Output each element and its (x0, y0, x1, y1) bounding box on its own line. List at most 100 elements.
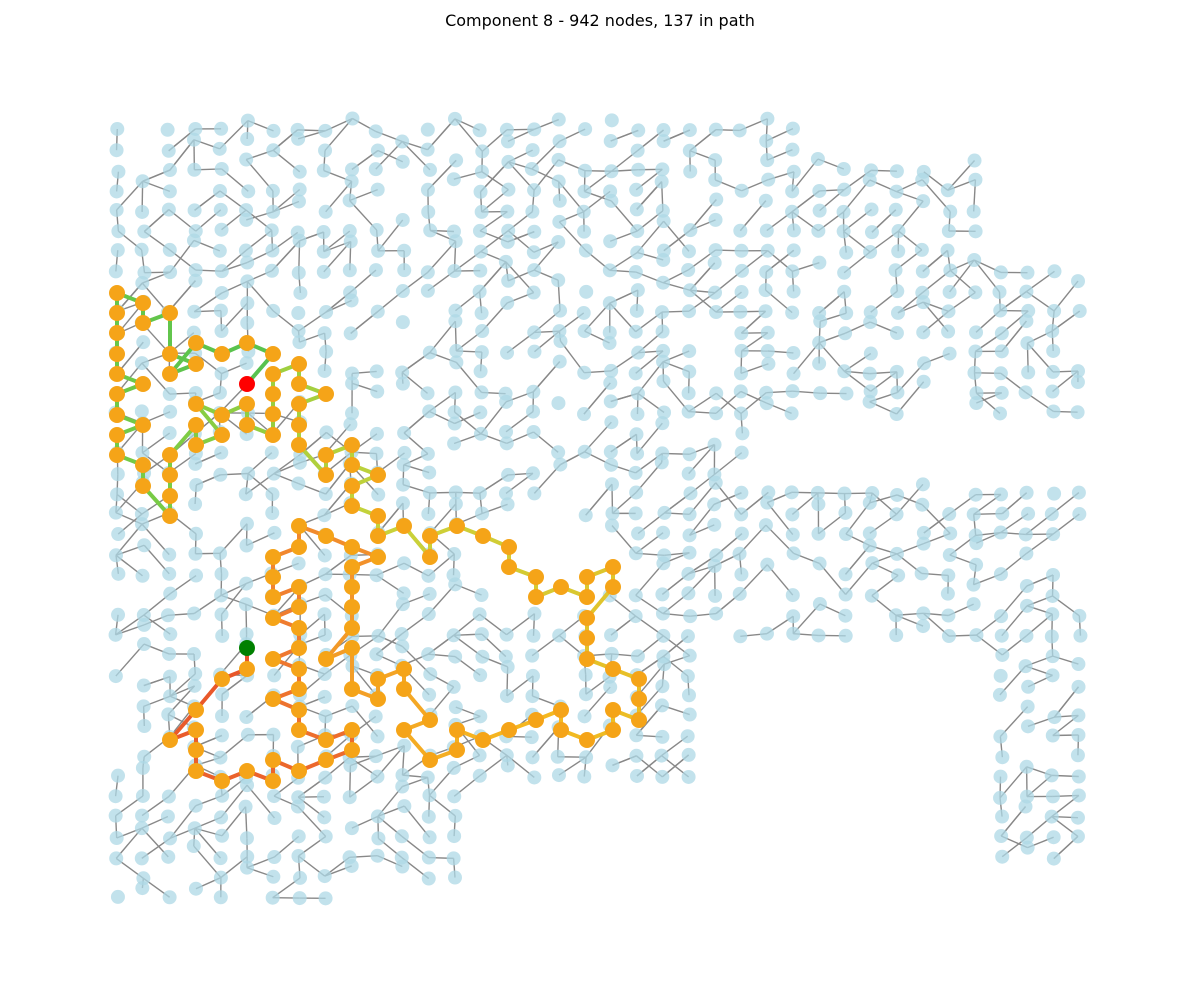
graph-node (239, 203, 254, 218)
graph-node (343, 326, 358, 341)
path-node (188, 763, 204, 779)
graph-node (969, 396, 984, 411)
path-end-node (239, 640, 255, 656)
graph-node (188, 546, 203, 561)
graph-node (1019, 485, 1034, 500)
graph-node (345, 406, 360, 421)
graph-node (239, 576, 254, 591)
graph-node (579, 750, 594, 765)
graph-node (552, 193, 567, 208)
graph-node (732, 586, 747, 601)
graph-node (1020, 265, 1035, 280)
graph-node (422, 465, 437, 480)
graph-node (500, 758, 515, 773)
graph-node (162, 163, 177, 178)
graph-node (395, 376, 410, 391)
graph-node (630, 245, 645, 260)
path-node (162, 467, 178, 483)
graph-node (369, 446, 384, 461)
graph-node (475, 323, 490, 338)
graph-node (603, 375, 618, 390)
graph-node (994, 326, 1009, 341)
graph-node (525, 648, 540, 663)
graph-node (475, 144, 490, 159)
graph-node (993, 769, 1008, 784)
graph-node (943, 263, 958, 278)
path-node (265, 366, 281, 382)
graph-node (1071, 769, 1086, 784)
graph-node (188, 121, 203, 136)
graph-node (734, 285, 749, 300)
graph-node (654, 748, 669, 763)
graph-node (422, 162, 437, 177)
graph-node (136, 678, 151, 693)
graph-node (657, 505, 672, 520)
graph-node (863, 384, 878, 399)
path-node (162, 305, 178, 321)
graph-node (474, 306, 489, 321)
graph-node (631, 162, 646, 177)
graph-node (551, 174, 566, 189)
graph-node (188, 456, 203, 471)
graph-node (266, 123, 281, 138)
graph-node (1018, 385, 1033, 400)
graph-node (1071, 708, 1086, 723)
graph-node (291, 194, 306, 209)
graph-node (108, 264, 123, 279)
graph-node (316, 163, 331, 178)
graph-node (1047, 264, 1062, 279)
graph-node (863, 346, 878, 361)
path-node (344, 579, 360, 595)
graph-node (1045, 588, 1060, 603)
graph-node (577, 324, 592, 339)
path-node (188, 417, 204, 433)
graph-node (110, 467, 125, 482)
graph-node (1047, 710, 1062, 725)
graph-node (369, 364, 384, 379)
graph-node (682, 707, 697, 722)
graph-node (732, 123, 747, 138)
graph-node (604, 477, 619, 492)
path-node (475, 732, 491, 748)
graph-node (603, 394, 618, 409)
graph-node (708, 212, 723, 227)
graph-node (758, 193, 773, 208)
path-node (162, 447, 178, 463)
graph-node (655, 305, 670, 320)
graph-node (603, 134, 618, 149)
path-node (344, 559, 360, 575)
graph-node (682, 143, 697, 158)
graph-node (368, 749, 383, 764)
graph-node (605, 758, 620, 773)
graph-node (371, 487, 386, 502)
graph-node (214, 264, 229, 279)
graph-node (163, 404, 178, 419)
graph-node (968, 285, 983, 300)
graph-node (681, 769, 696, 784)
graph-node (317, 363, 332, 378)
graph-node (292, 164, 307, 179)
graph-node (630, 386, 645, 401)
graph-node (628, 324, 643, 339)
path-start-node (239, 376, 255, 392)
graph-node (941, 304, 956, 319)
graph-node (916, 536, 931, 551)
graph-node (603, 680, 618, 695)
graph-node (758, 518, 773, 533)
path-node (396, 681, 412, 697)
graph-node (682, 648, 697, 663)
graph-node (134, 507, 149, 522)
graph-node (889, 164, 904, 179)
graph-node (812, 255, 827, 270)
graph-node (994, 385, 1009, 400)
graph-node (1072, 608, 1087, 623)
graph-node (785, 264, 800, 279)
graph-node (267, 850, 282, 865)
graph-node (890, 487, 905, 502)
graph-node (993, 366, 1008, 381)
graph-node (760, 153, 775, 168)
graph-node (343, 417, 358, 432)
graph-node (759, 223, 774, 238)
graph-node (889, 507, 904, 522)
graph-node (213, 870, 228, 885)
